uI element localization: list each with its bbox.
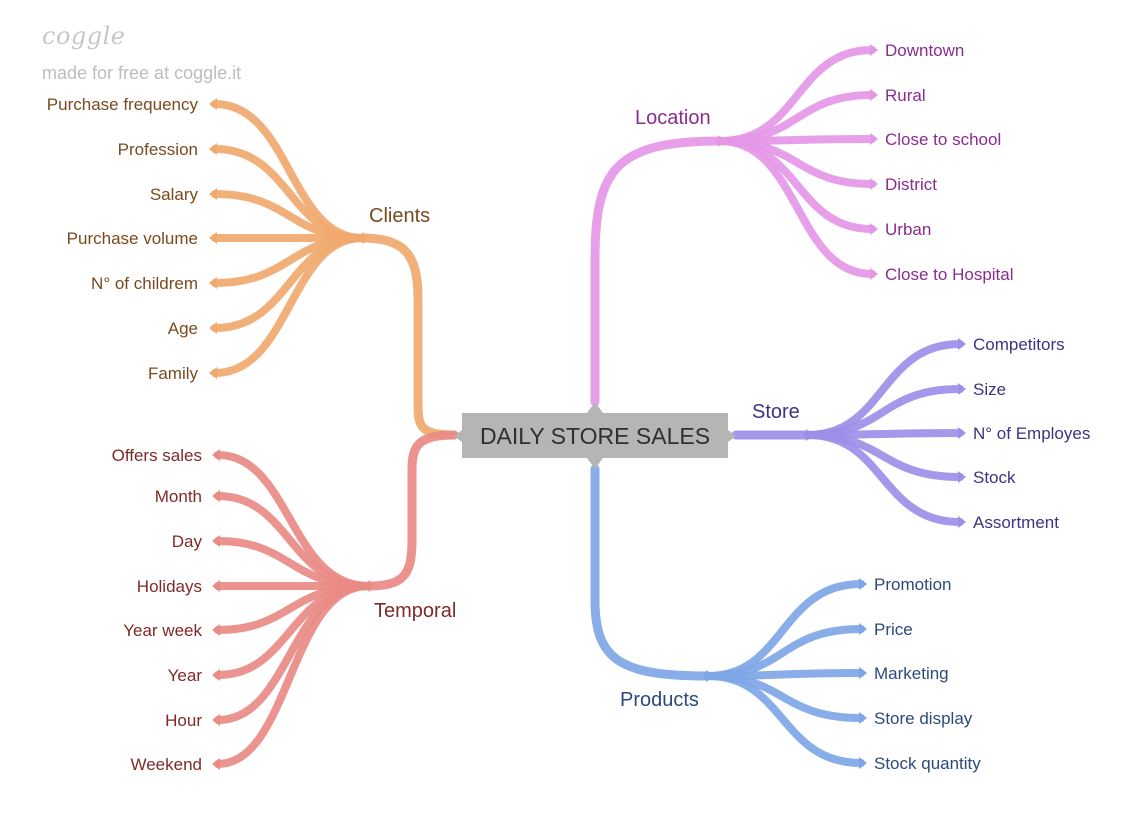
link-root-temporal [363, 430, 459, 591]
leaf-clients-age[interactable]: Age [168, 319, 198, 338]
arrow-products-stock-quantity [859, 757, 867, 769]
leaf-products-marketing[interactable]: Marketing [874, 664, 949, 683]
arrow-store-competitors [958, 338, 966, 350]
leaf-temporal-offers-sales[interactable]: Offers sales [112, 446, 202, 465]
leaf-clients-salary[interactable]: Salary [150, 185, 199, 204]
arrow-store-n-of-employes [958, 427, 966, 439]
arrow-location-district [870, 178, 878, 190]
leaf-products-store-display[interactable]: Store display [874, 709, 973, 728]
arrow-products-price [859, 623, 867, 635]
leaf-products-stock-quantity[interactable]: Stock quantity [874, 754, 981, 773]
leaf-clients-family[interactable]: Family [148, 364, 199, 383]
arrow-clients-purchase-volume [209, 232, 217, 244]
arrow-temporal-month [212, 490, 220, 502]
branch-label-temporal[interactable]: Temporal [374, 600, 456, 622]
branch-label-clients[interactable]: Clients [369, 205, 430, 227]
leaf-temporal-year-week[interactable]: Year week [123, 621, 202, 640]
leaf-location-urban[interactable]: Urban [885, 220, 931, 239]
leaf-location-downtown[interactable]: Downtown [885, 41, 964, 60]
leaf-temporal-hour[interactable]: Hour [165, 711, 202, 730]
arrow-store-size [958, 383, 966, 395]
arrow-clients-salary [209, 188, 217, 200]
link-clients-family [211, 234, 366, 377]
arrow-clients-age [209, 322, 217, 334]
leaf-temporal-month[interactable]: Month [155, 487, 202, 506]
arrow-location-downtown [870, 44, 878, 56]
leaf-store-size[interactable]: Size [973, 380, 1006, 399]
arrow-location-close-to-school [870, 133, 878, 145]
arrow-clients-n-of-childrem [209, 277, 217, 289]
arrow-products-marketing [859, 667, 867, 679]
arrow-temporal-hour [212, 714, 220, 726]
leaf-products-price[interactable]: Price [874, 620, 913, 639]
link-temporal-weekend [214, 582, 372, 768]
branch-label-location[interactable]: Location [635, 107, 711, 129]
arrow-clients-purchase-frequency [209, 98, 217, 110]
link-products-stock-quantity [704, 672, 865, 767]
leaf-store-n-of-employes[interactable]: N° of Employes [973, 424, 1090, 443]
leaf-labels: Purchase frequencyProfessionSalaryPurcha… [47, 41, 1091, 774]
leaf-clients-n-of-childrem[interactable]: N° of childrem [91, 274, 198, 293]
coggle-logo: coggle [42, 22, 126, 50]
branch-label-products[interactable]: Products [620, 689, 699, 711]
link-location-close-to-hospital [716, 137, 876, 278]
leaf-store-assortment[interactable]: Assortment [973, 513, 1059, 532]
link-root-location [590, 136, 725, 407]
leaf-store-competitors[interactable]: Competitors [973, 335, 1065, 354]
leaf-temporal-weekend[interactable]: Weekend [130, 755, 202, 774]
leaf-clients-profession[interactable]: Profession [118, 140, 198, 159]
leaf-clients-purchase-volume[interactable]: Purchase volume [67, 229, 198, 248]
arrow-temporal-offers-sales [212, 449, 220, 461]
leaf-temporal-holidays[interactable]: Holidays [137, 577, 202, 596]
arrow-temporal-weekend [212, 758, 220, 770]
branch-label-store[interactable]: Store [752, 401, 800, 423]
leaf-location-close-to-hospital[interactable]: Close to Hospital [885, 265, 1014, 284]
link-store-assortment [804, 431, 964, 526]
root-node[interactable]: DAILY STORE SALES [454, 402, 736, 469]
arrow-store-stock [958, 471, 966, 483]
arrow-temporal-holidays [212, 580, 220, 592]
arrow-temporal-day [212, 535, 220, 547]
arrow-store-assortment [958, 516, 966, 528]
leaf-products-promotion[interactable]: Promotion [874, 575, 951, 594]
root-node-shape [454, 402, 736, 469]
link-root-clients [357, 233, 459, 440]
arrow-clients-profession [209, 143, 217, 155]
leaf-location-close-to-school[interactable]: Close to school [885, 130, 1001, 149]
arrow-temporal-year [212, 669, 220, 681]
leaf-temporal-day[interactable]: Day [172, 532, 203, 551]
leaf-clients-purchase-frequency[interactable]: Purchase frequency [47, 95, 199, 114]
link-root-products [590, 464, 713, 681]
arrow-location-close-to-hospital [870, 268, 878, 280]
arrow-products-promotion [859, 578, 867, 590]
watermark-text: made for free at coggle.it [42, 63, 242, 83]
arrow-location-rural [870, 89, 878, 101]
arrow-products-store-display [859, 712, 867, 724]
arrow-location-urban [870, 223, 878, 235]
leaf-location-district[interactable]: District [885, 175, 937, 194]
leaf-location-rural[interactable]: Rural [885, 86, 926, 105]
arrow-clients-family [209, 367, 217, 379]
leaf-temporal-year[interactable]: Year [168, 666, 203, 685]
root-label: DAILY STORE SALES [480, 423, 710, 449]
branch-links [209, 44, 966, 770]
arrow-temporal-year-week [212, 624, 220, 636]
leaf-store-stock[interactable]: Stock [973, 468, 1016, 487]
